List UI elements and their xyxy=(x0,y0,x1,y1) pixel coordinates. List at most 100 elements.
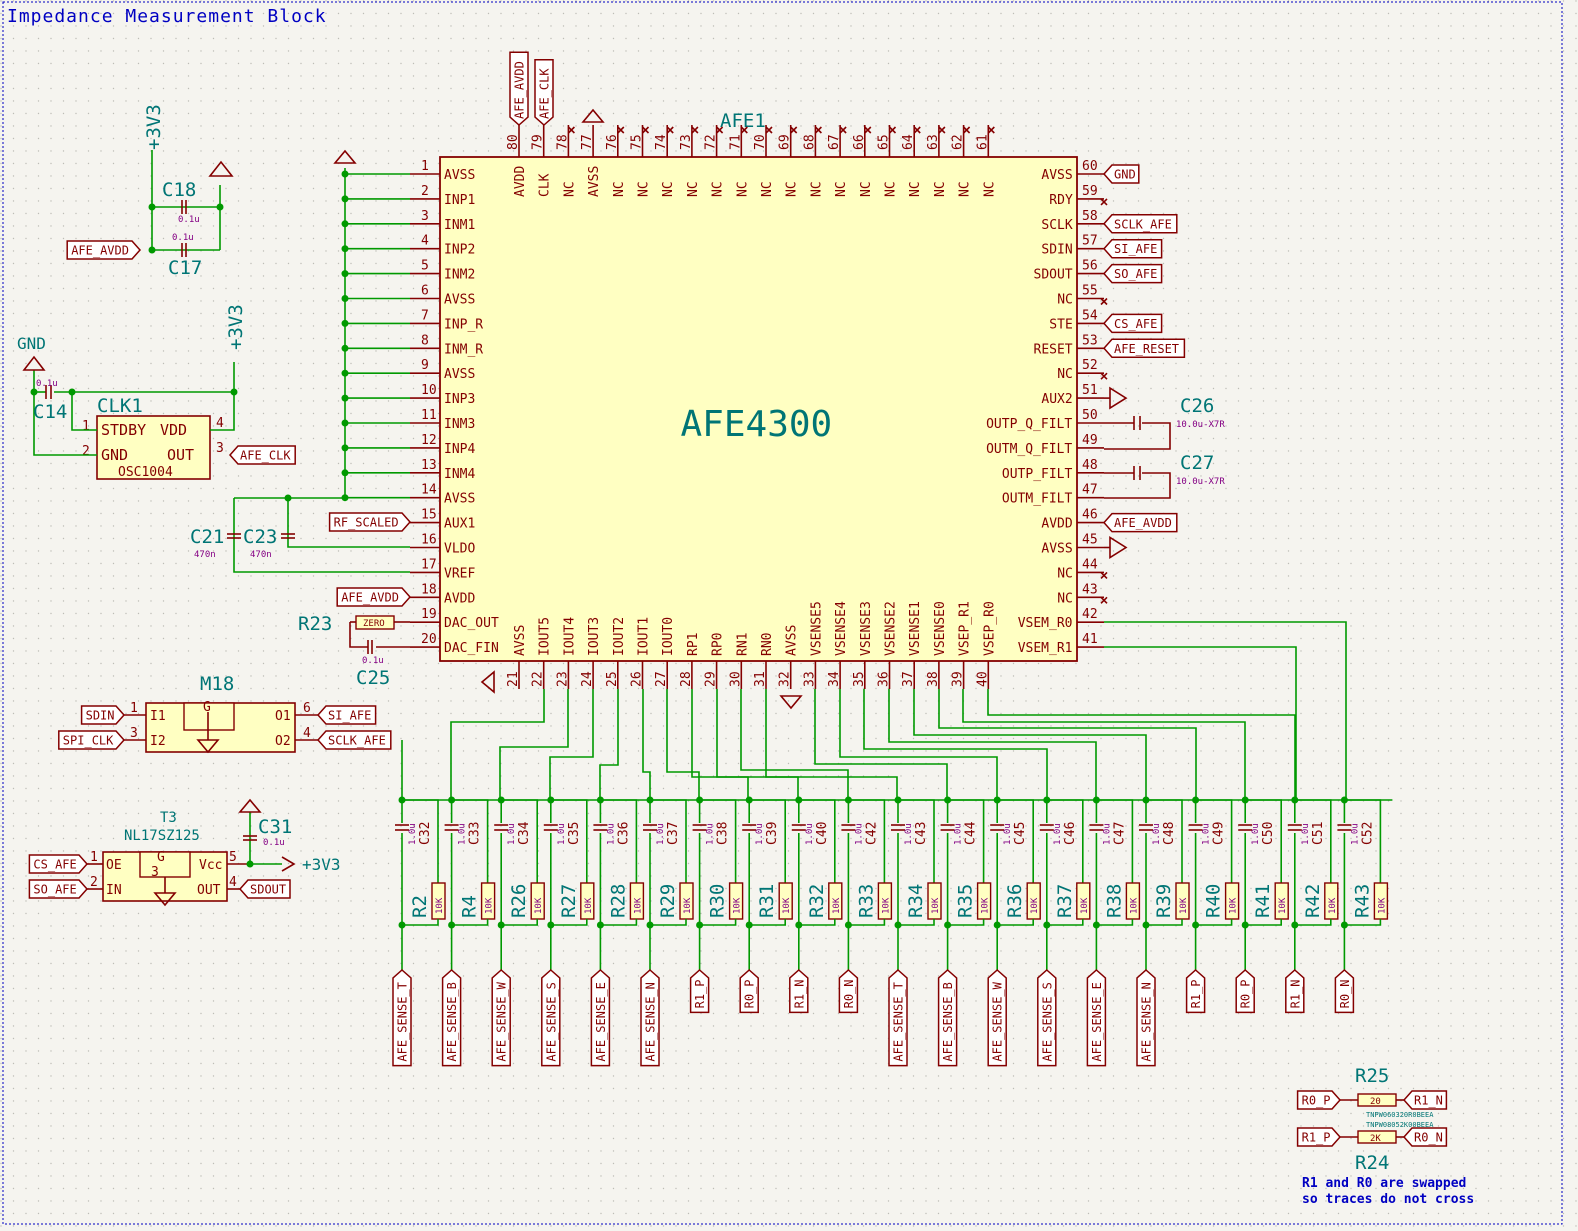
channel-4-label-box xyxy=(590,968,611,1067)
wire xyxy=(987,689,1296,800)
channel-8-label-box xyxy=(789,968,809,1014)
sheet-title: Impedance Measurement Block xyxy=(7,6,327,27)
cap-value: 1.0u xyxy=(954,823,964,845)
pin-name: AVSS xyxy=(444,168,475,183)
wire xyxy=(848,919,886,926)
pin-number: 10 xyxy=(421,383,437,398)
r25-left-label: R0_P xyxy=(1302,1094,1331,1108)
pin-number: 20 xyxy=(421,632,437,647)
resistor-value: 10K xyxy=(683,897,693,914)
clk1-pin-vdd: VDD xyxy=(160,421,187,439)
resistor-ref: R41 xyxy=(1252,884,1274,918)
pin-number: 69 xyxy=(778,134,793,150)
cap-value: 1.0u xyxy=(557,823,567,845)
channel-16-label: R1_P xyxy=(1189,979,1203,1008)
clk-out-label: AFE_CLK xyxy=(240,449,291,463)
pin-53-label: AFE_RESET xyxy=(1114,342,1179,356)
channel-0-label: AFE_SENSE_T xyxy=(396,982,410,1061)
ground-icon xyxy=(208,160,234,177)
pin-number: 48 xyxy=(1082,458,1098,473)
junction-dot xyxy=(341,220,349,228)
cap-ref: C37 xyxy=(666,822,681,845)
pin-name: IOUT4 xyxy=(562,617,577,656)
cap-ref: C46 xyxy=(1063,822,1078,845)
pin-name: AVSS xyxy=(444,293,475,308)
resistor-value: 10K xyxy=(584,897,594,914)
resistor-value: 10K xyxy=(733,897,743,914)
pin-number: 64 xyxy=(901,134,916,150)
swap-note-line-2: so traces do not cross xyxy=(1302,1192,1474,1207)
wire xyxy=(740,689,849,800)
wire xyxy=(898,919,935,926)
wire xyxy=(499,689,569,800)
wire xyxy=(1195,799,1233,883)
pin-number: 8 xyxy=(421,333,429,348)
component-line xyxy=(617,126,625,134)
pin-name: IOUT0 xyxy=(661,617,676,656)
resistor-ref: R42 xyxy=(1302,884,1324,918)
pin-number: 25 xyxy=(605,671,620,687)
pin-number: 67 xyxy=(827,134,842,150)
channel-14-label: AFE_SENSE_E xyxy=(1090,982,1104,1061)
c25-ref: C25 xyxy=(356,667,390,689)
wire xyxy=(1146,919,1183,926)
channel-10-label-box xyxy=(888,968,908,1067)
wire xyxy=(913,689,1147,800)
pin-number: 75 xyxy=(630,134,645,150)
pin-name: VSENSE2 xyxy=(884,601,899,656)
t3-pin-num: 3 xyxy=(151,865,159,880)
resistor-ref: R30 xyxy=(707,884,729,918)
pin-name: INM2 xyxy=(444,268,475,283)
t3-pin-g: G xyxy=(157,850,165,865)
r25-part: TNPW060320R0BEEA xyxy=(1366,1111,1434,1119)
junction-dot xyxy=(341,295,349,302)
component-line xyxy=(987,126,995,134)
pin-number: 9 xyxy=(421,358,429,373)
pin-number: 47 xyxy=(1082,483,1098,498)
pin-name: INM1 xyxy=(444,218,475,233)
channel-3-label-box xyxy=(541,968,561,1067)
pin-18-label: AFE_AVDD xyxy=(341,591,399,605)
pin-number: 6 xyxy=(421,284,429,299)
wire xyxy=(650,799,687,883)
pin-number: 19 xyxy=(421,607,437,622)
channel-1-label-box xyxy=(441,968,462,1067)
cap-value: 1.0u xyxy=(1251,823,1261,845)
cap-value: 1.0u xyxy=(755,823,765,845)
wire xyxy=(1294,799,1332,883)
cap-ref: C34 xyxy=(517,821,532,845)
cap-value: 1.0u xyxy=(1152,823,1162,845)
pin-name: INM_R xyxy=(444,342,483,357)
resistor-value: 10K xyxy=(931,897,941,914)
pin-name: AVSS xyxy=(444,367,475,382)
pin-number: 63 xyxy=(926,134,941,150)
pin-name: DAC_OUT xyxy=(444,616,499,631)
power-3v3-label: +3V3 xyxy=(143,104,165,150)
pin-number: 34 xyxy=(827,671,842,687)
m18-out-2-label-box xyxy=(316,730,392,750)
channel-13-label: AFE_SENSE_S xyxy=(1040,982,1054,1061)
wire xyxy=(1344,919,1382,926)
c31-ref: C31 xyxy=(258,816,292,838)
t3-in-2-label-box xyxy=(28,879,89,899)
channel-8-label: R1_N xyxy=(792,979,806,1008)
wire xyxy=(1344,799,1382,883)
component-line xyxy=(567,126,575,134)
c31-value: 0.1u xyxy=(263,838,285,848)
pin-number: 53 xyxy=(1082,333,1098,348)
pin-name: VSENSE3 xyxy=(859,601,874,656)
pin-number: 16 xyxy=(421,533,437,548)
cap-ref: C42 xyxy=(864,822,879,845)
pin-46-label: AFE_AVDD xyxy=(1114,516,1172,530)
junction-dot xyxy=(216,203,224,211)
component-line xyxy=(1100,372,1108,380)
pin-number: 4 xyxy=(421,234,429,249)
pin-number: 22 xyxy=(531,671,546,687)
c27-ref: C27 xyxy=(1180,452,1214,474)
channel-6-label-box xyxy=(689,968,710,1014)
pin-name: CLK xyxy=(538,173,553,197)
resistor-value: 10K xyxy=(1229,897,1239,914)
pin-number: 42 xyxy=(1082,607,1098,622)
component-line xyxy=(349,622,368,648)
